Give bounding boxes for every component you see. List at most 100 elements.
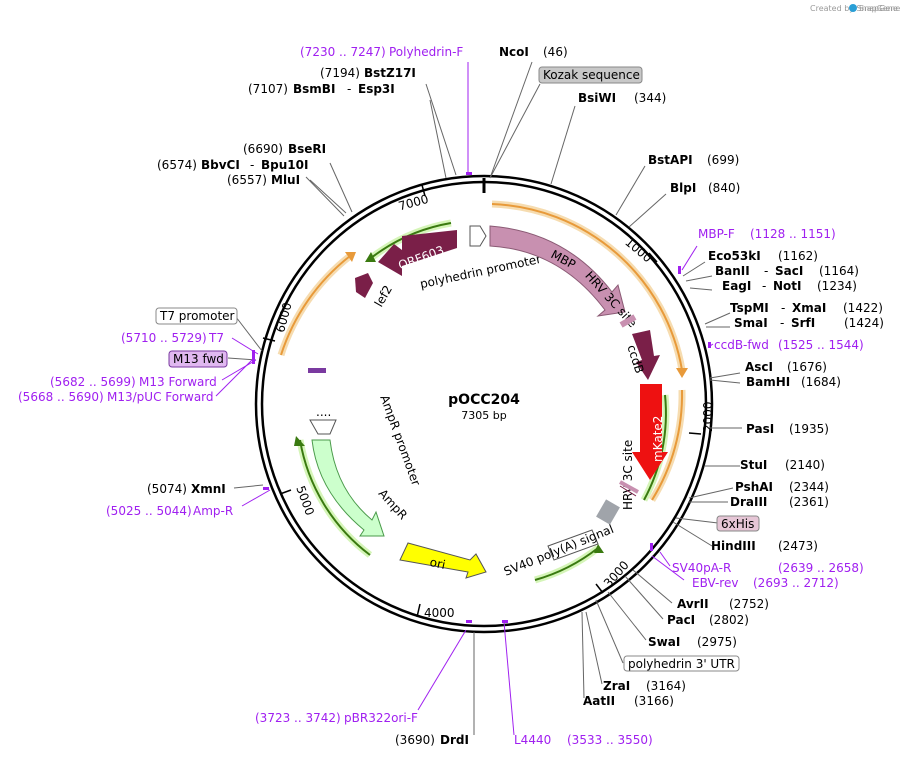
svg-text:PshAI: PshAI [735,480,773,494]
kozak-sequence-box[interactable]: Kozak sequence [538,66,643,84]
svg-text:DrdI: DrdI [440,733,469,747]
svg-text:(2344): (2344) [789,480,829,494]
svg-text:BsiWI: BsiWI [578,91,616,105]
primer-ccdb-fwd[interactable]: ccdB-fwd (1525 .. 1544) [714,338,864,352]
svg-text:(1525 .. 1544): (1525 .. 1544) [778,338,864,352]
primer-marks [252,172,711,623]
ori-label: ori [429,555,447,572]
cds-arc-1 [491,203,683,371]
site-bbvci-bpu10i[interactable]: (6574) BbvCI - Bpu10I [157,158,308,172]
green-arc-1-arrowhead [365,252,376,262]
svg-text:Kozak sequence: Kozak sequence [543,68,640,82]
ampr-promoter-dots: .... [316,405,331,419]
hrv3c-site-1-feature[interactable] [619,314,637,328]
site-pshai[interactable]: PshAI (2344) [735,480,829,494]
svg-text:(5682 .. 5699): (5682 .. 5699) [50,375,136,389]
site-eco53ki[interactable]: Eco53kI (1162) [708,249,818,263]
svg-text:SwaI: SwaI [648,635,680,649]
primer-sv40pa-r[interactable]: SV40pA-R (2639 .. 2658) [672,561,864,575]
svg-text:EBV-rev: EBV-rev [692,576,738,590]
ori-feature[interactable]: ori [399,542,487,579]
primer-mbp-f[interactable]: MBP-F (1128 .. 1151) [698,227,836,241]
site-draiii[interactable]: DraIII (2361) [730,495,829,509]
polyhedrin-promoter-feature[interactable] [469,225,487,247]
site-paci[interactable]: PacI (2802) [667,613,749,627]
site-bstz17i[interactable]: (7194) BstZ17I [320,66,416,80]
hrv3c-site-2-feature[interactable] [619,480,639,497]
site-zrai[interactable]: ZraI (3164) [603,679,686,693]
site-mlui[interactable]: (6557) MluI [227,173,300,187]
tick-2000: 2000 [688,401,715,435]
site-blpi[interactable]: BlpI (840) [670,181,740,195]
ampr-promoter-feature[interactable] [309,419,337,435]
svg-text:-: - [764,264,768,278]
primer-polyhedrin-f[interactable]: (7230 .. 7247) Polyhedrin-F [300,45,463,59]
site-xmni[interactable]: (5074) XmnI [147,482,226,496]
svg-text:(3690): (3690) [395,733,435,747]
plasmid-name: pOCC204 [448,392,520,408]
svg-text:StuI: StuI [740,458,767,472]
cds-arc-2 [651,389,684,501]
svg-text:Polyhedrin-F: Polyhedrin-F [389,45,463,59]
primer-l4440[interactable]: L4440 (3533 .. 3550) [514,733,653,747]
svg-text:EagI: EagI [722,279,751,293]
t7-promoter-box[interactable]: T7 promoter [155,307,238,325]
site-bamhi[interactable]: BamHI (1684) [746,375,841,389]
site-drdi[interactable]: (3690) DrdI [395,733,469,747]
svg-text:(1164): (1164) [819,264,859,278]
svg-text:AvrII: AvrII [677,597,709,611]
site-swai[interactable]: SwaI (2975) [648,635,737,649]
svg-text:(2361): (2361) [789,495,829,509]
site-bsiwi[interactable]: BsiWI (344) [578,91,666,105]
site-stui[interactable]: StuI (2140) [740,458,825,472]
site-avrii[interactable]: AvrII (2752) [677,597,769,611]
svg-text:T7: T7 [208,331,224,345]
svg-text:2000: 2000 [701,401,715,432]
svg-text:SacI: SacI [775,264,803,278]
site-pasi[interactable]: PasI (1935) [746,422,829,436]
svg-text:PacI: PacI [667,613,695,627]
snapgene-logo-icon: SnapGene [849,4,900,13]
site-ncoi[interactable]: NcoI (46) [499,45,568,59]
svg-text:(2639 .. 2658): (2639 .. 2658) [778,561,864,575]
site-aatii[interactable]: AatII (3166) [583,694,674,708]
primer-amp-r[interactable]: (5025 .. 5044) Amp-R [106,504,233,518]
site-bstapi[interactable]: BstAPI (699) [648,153,739,167]
cds-arc-1-arrowhead [676,368,688,378]
mkate2-feature[interactable]: mKate2 [632,384,668,480]
primer-pbr322ori-f[interactable]: (3723 .. 3742) pBR322ori-F [255,711,418,725]
site-bsmbi-esp3i[interactable]: (7107) BsmBI - Esp3I [248,82,395,96]
svg-text:polyhedrin 3' UTR: polyhedrin 3' UTR [628,657,735,671]
site-banii-saci[interactable]: BanII - SacI (1164) [715,264,859,278]
tick-5000: 5000 [279,484,317,517]
site-eagi-noti[interactable]: EagI - NotI (1234) [722,279,857,293]
site-asci[interactable]: AscI (1676) [745,360,827,374]
svg-text:BanII: BanII [715,264,750,278]
ampr-feature[interactable] [311,439,385,537]
primer-ebv-rev[interactable]: EBV-rev (2693 .. 2712) [692,576,839,590]
sixhis-box[interactable]: 6xHis [716,515,760,532]
ampr-label: AmpR [376,486,410,522]
site-tspmi-xmai[interactable]: TspMI - XmaI (1422) [730,301,883,315]
primer-t7[interactable]: (5710 .. 5729) T7 [121,331,224,345]
green-arc-3-arrowhead [594,544,604,553]
site-smai-srfi[interactable]: SmaI - SrfI (1424) [734,316,884,330]
svg-text:-: - [781,301,785,315]
svg-text:(2140): (2140) [785,458,825,472]
hrv3c-site-2-label: HRV 3C site [621,440,635,510]
orf603-feature[interactable]: ORF603 [378,230,457,276]
primer-m13-puc-forward[interactable]: (5668 .. 5690) M13/pUC Forward [18,390,214,404]
site-hindiii[interactable]: HindIII (2473) [711,539,818,553]
polyhedrin-3utr-box[interactable]: polyhedrin 3' UTR [623,655,740,672]
svg-text:4000: 4000 [424,606,455,620]
site-bseri[interactable]: (6690) BseRI [243,142,326,156]
svg-text:-: - [780,316,784,330]
green-arc-2 [643,394,667,501]
ccdb-feature[interactable] [632,330,660,380]
lef2-feature[interactable] [355,273,373,298]
primer-m13-forward[interactable]: (5682 .. 5699) M13 Forward [50,375,217,389]
m13-fwd-box[interactable]: M13 fwd [168,350,228,368]
svg-text:BstZ17I: BstZ17I [364,66,416,80]
svg-text:-: - [250,158,254,172]
sv40-polya-feature[interactable] [547,499,620,561]
